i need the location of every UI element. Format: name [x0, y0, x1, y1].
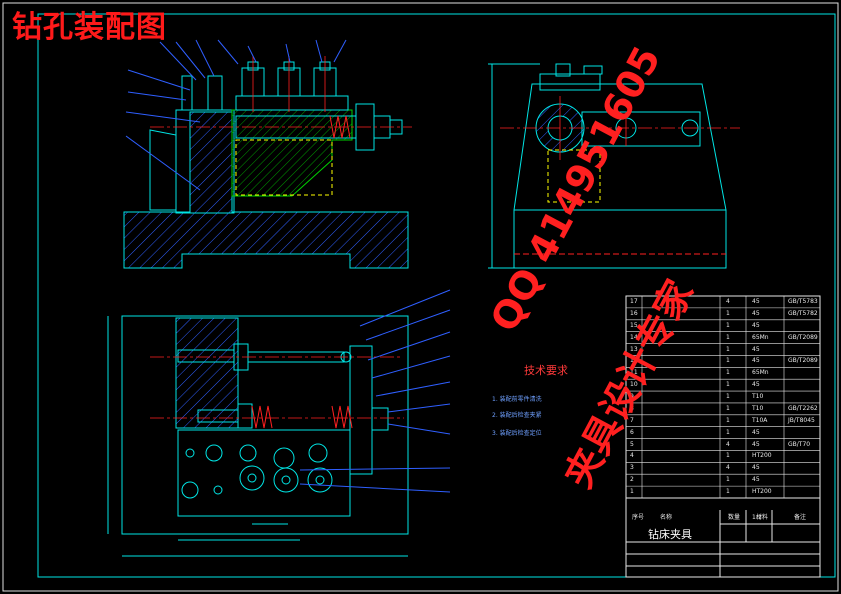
drawing-title: 钻孔装配图 — [12, 10, 167, 45]
tech-requirement-item: 1. 装配前零件清洗 — [492, 396, 542, 403]
bom-cell: 45 — [752, 309, 760, 317]
tech-requirement-item: 3. 装配后检查定位 — [492, 430, 542, 437]
bom-cell: 1 — [726, 309, 730, 317]
bom-header-material: 材料 — [756, 514, 769, 521]
bom-cell: 13 — [630, 345, 638, 353]
bom-cell: 1 — [726, 381, 730, 389]
bom-cell: 11 — [630, 369, 638, 377]
bom-cell: 1 — [726, 488, 730, 496]
bom-header-remark: 备注 — [794, 514, 807, 521]
bom-cell: GB/T2262 — [788, 404, 818, 412]
bom-cell: 1 — [726, 393, 730, 401]
bom-cell: 45 — [752, 357, 760, 365]
bom-cell: 3 — [630, 464, 634, 472]
bom-cell: 7 — [630, 416, 634, 424]
bom-cell: 1 — [726, 416, 730, 424]
bom-cell: 4 — [726, 464, 730, 472]
bom-cell: 45 — [752, 440, 760, 448]
bom-cell: T10 — [752, 393, 764, 401]
bom-cell: 1 — [630, 488, 634, 496]
top-view — [107, 289, 451, 557]
side-view — [488, 63, 740, 269]
title-block-name: 钻床夹具 — [648, 528, 692, 541]
bom-cell: 5 — [630, 440, 634, 448]
front-view — [123, 39, 412, 269]
bom-cell: 45 — [752, 298, 760, 305]
bom-cell: 1 — [726, 452, 730, 460]
bom-cell: 15 — [630, 321, 638, 329]
bom-cell: 65Mn — [752, 333, 769, 341]
bom-cell: 45 — [752, 381, 760, 389]
bom-cell: 12 — [630, 357, 638, 365]
bom-cell: 4 — [630, 452, 634, 460]
bom-cell: T10A — [752, 416, 768, 424]
bom-cell: 1 — [726, 369, 730, 377]
bom-cell: 45 — [752, 321, 760, 329]
bom-cell: 65Mn — [752, 369, 769, 377]
bom-table — [625, 295, 821, 499]
bom-cell: 2 — [630, 476, 634, 484]
bom-cell: 16 — [630, 309, 638, 317]
bom-cell: 14 — [630, 333, 638, 341]
title-block — [625, 497, 821, 578]
bom-cell: JB/T8045 — [788, 416, 815, 424]
bom-cell: GB/T2089 — [788, 357, 818, 365]
bom-cell: 9 — [630, 393, 634, 401]
bom-cell: 8 — [630, 404, 634, 412]
bom-cell: HT200 — [752, 452, 772, 460]
bom-header-qty: 数量 — [728, 514, 741, 521]
bom-cell: GB/T5782 — [788, 309, 818, 317]
bom-cell: GB/T5783 — [788, 298, 818, 305]
bom-cell: 1 — [726, 428, 730, 436]
bom-header-index: 序号 — [632, 514, 645, 521]
bom-cell: 4 — [726, 440, 730, 448]
tech-requirements-heading: 技术要求 — [524, 364, 568, 377]
bom-cell: 45 — [752, 464, 760, 472]
bom-cell: GB/T70 — [788, 440, 811, 448]
bom-cell: 1 — [726, 321, 730, 329]
bom-cell: 4 — [726, 298, 730, 305]
inner-border — [37, 13, 836, 578]
bom-cell: 6 — [630, 428, 634, 436]
bom-cell: 10 — [630, 381, 638, 389]
bom-cell: T10 — [752, 404, 764, 412]
bom-cell: 17 — [630, 298, 638, 305]
title-block-scale: 1:1 — [752, 514, 762, 521]
bom-header-name: 名称 — [660, 514, 673, 521]
bom-cell: 1 — [726, 345, 730, 353]
bom-cell: 45 — [752, 345, 760, 353]
bom-cell: 1 — [726, 404, 730, 412]
bom-cell: 1 — [726, 357, 730, 365]
bom-cell: 45 — [752, 476, 760, 484]
tech-requirement-item: 2. 装配后检查夹紧 — [492, 412, 542, 419]
bom-cell: 1 — [726, 333, 730, 341]
bom-cell: HT200 — [752, 488, 772, 496]
bom-cell: 1 — [726, 476, 730, 484]
bom-cell: GB/T2089 — [788, 333, 818, 341]
bom-cell: 45 — [752, 428, 760, 436]
